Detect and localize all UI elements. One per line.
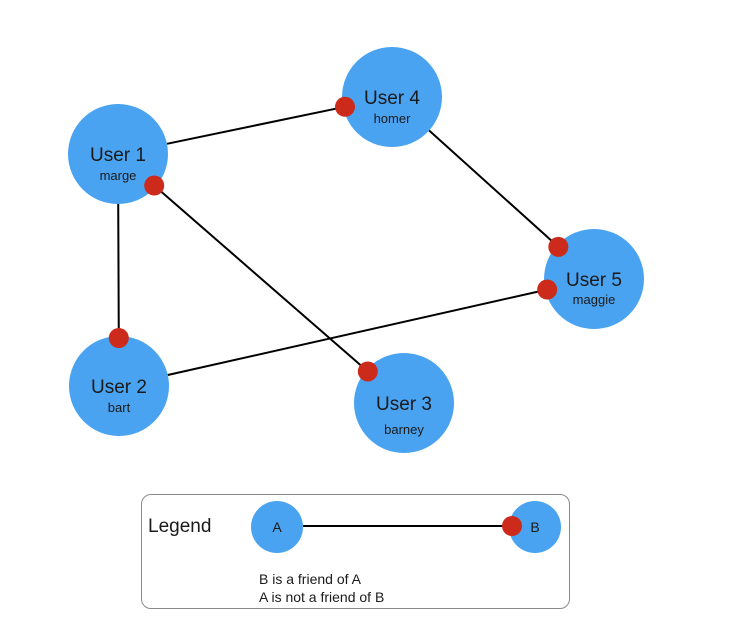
node-user-3: User 3 barney [354, 353, 454, 453]
node-user-1: User 1 marge [68, 104, 168, 204]
edge-u4-u5 [428, 129, 558, 247]
endpoint-marker-u5 [537, 279, 558, 300]
node-user-5: User 5 maggie [544, 229, 644, 329]
legend-node-a [251, 501, 303, 553]
legend-node-b [509, 501, 561, 553]
endpoints-layer [108, 96, 569, 382]
edge-u2-u5 [167, 289, 546, 376]
legend-box [141, 494, 570, 609]
legend-description-line-1: B is a friend of A [259, 571, 361, 587]
endpoint-marker-u3 [357, 361, 378, 382]
node-sublabel: marge [100, 168, 137, 183]
node-label: User 2 [91, 377, 147, 398]
endpoint-marker-u2 [108, 328, 129, 349]
node-sublabel: homer [374, 111, 412, 126]
node-label: User 3 [376, 394, 432, 415]
legend-title: Legend [148, 516, 212, 537]
node-label: User 5 [566, 270, 622, 291]
node-label: User 4 [364, 88, 420, 109]
node-user-2: User 2 bart [69, 336, 169, 436]
legend-graphic: A B [251, 501, 561, 553]
legend-node-a-label: A [272, 519, 282, 535]
node-user-4: User 4 homer [342, 47, 442, 147]
node-sublabel: barney [384, 422, 424, 437]
legend-description-line-2: A is not a friend of B [259, 589, 385, 605]
legend-node-b-label: B [530, 519, 539, 535]
edge-u1-u2 [117, 203, 120, 337]
node-sublabel: bart [108, 400, 131, 415]
endpoint-marker-u1 [144, 175, 165, 196]
endpoint-marker-u4 [335, 96, 356, 117]
nodes-layer: User 1 marge User 2 bart User 3 barney U… [68, 47, 644, 453]
node-sublabel: maggie [573, 292, 616, 307]
endpoint-marker-u5 [548, 236, 569, 257]
edge-u1-u4 [166, 106, 344, 145]
legend-endpoint-marker [502, 516, 522, 536]
edge-u1-u3 [155, 186, 367, 371]
node-label: User 1 [90, 145, 146, 166]
edges-layer [117, 106, 558, 376]
